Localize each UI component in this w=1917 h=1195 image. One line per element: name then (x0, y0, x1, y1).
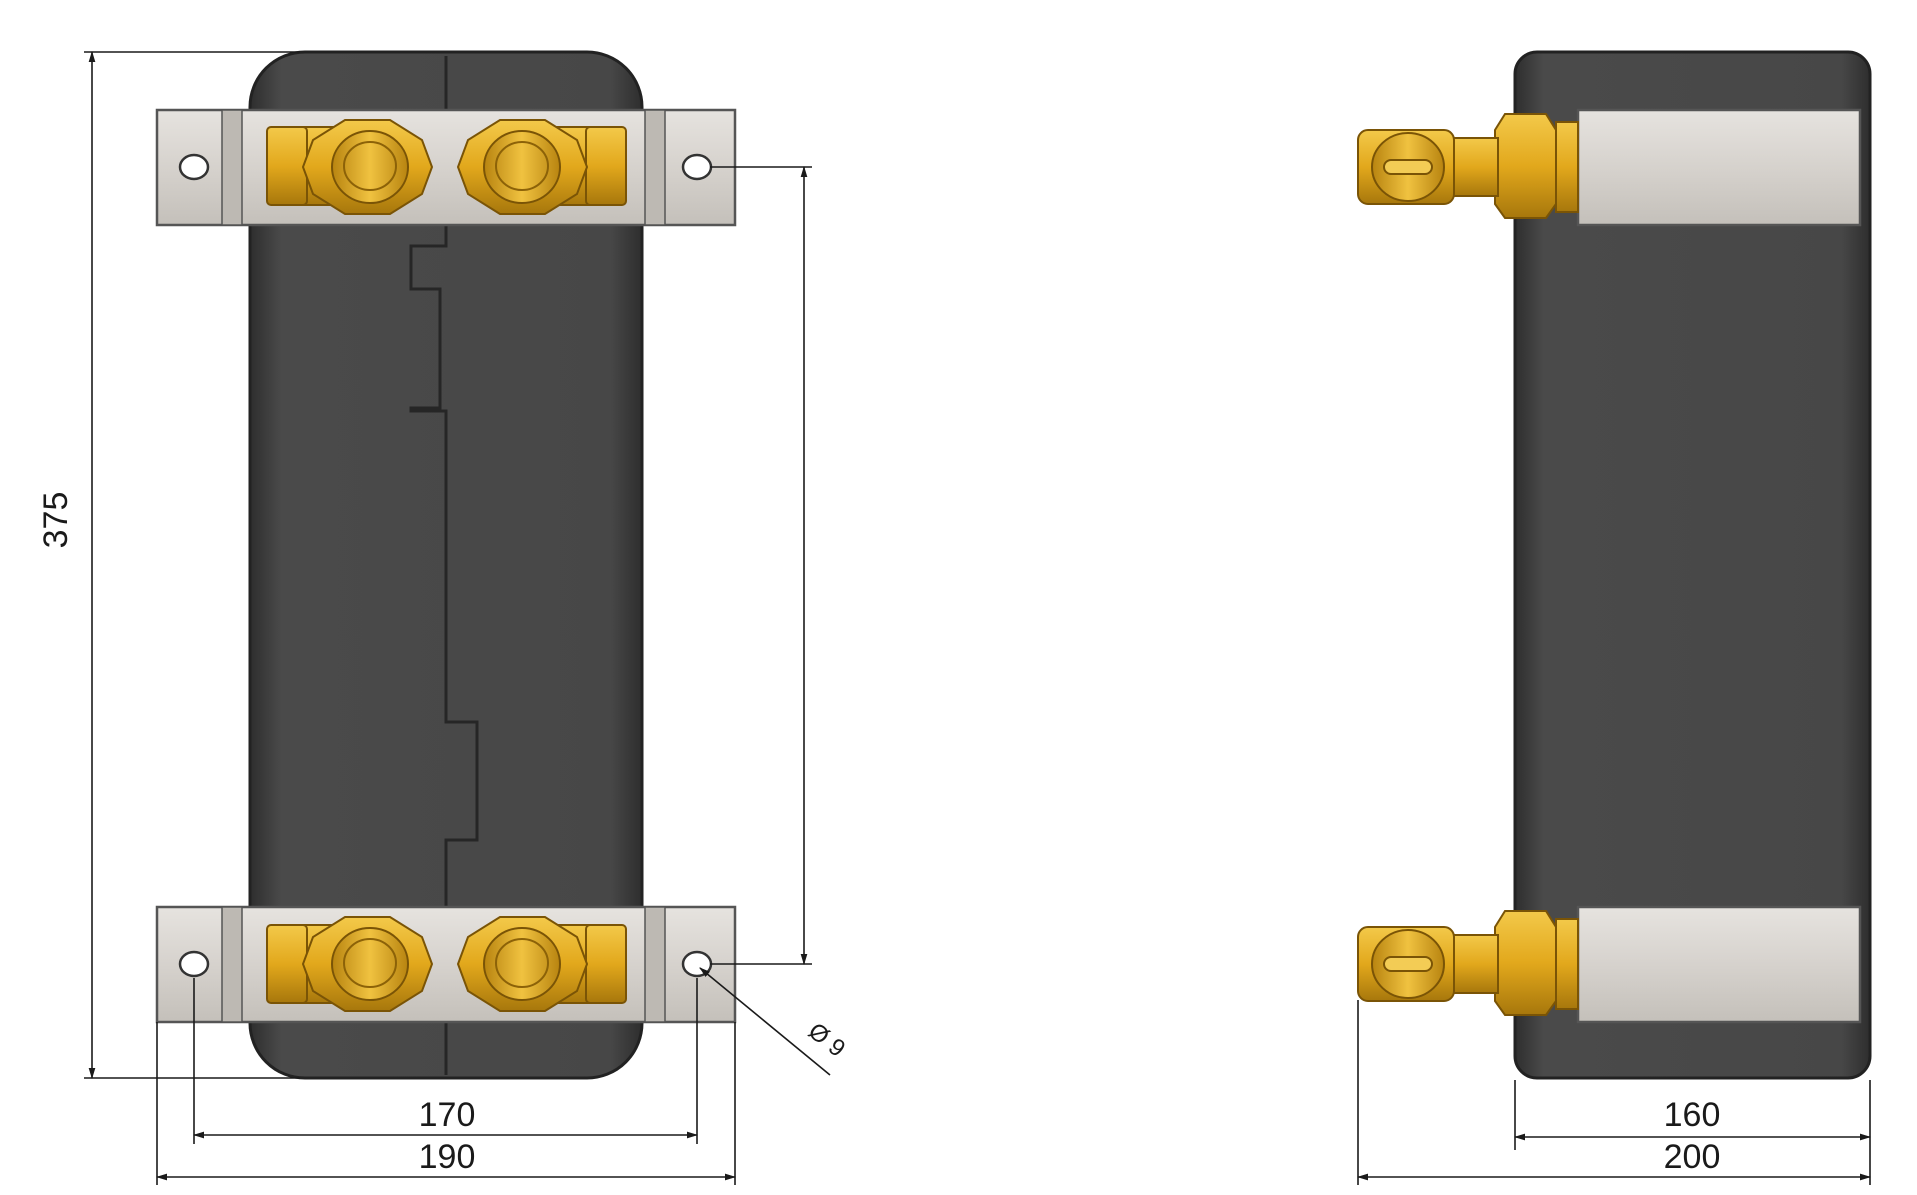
front-bottom-bracket (155, 905, 737, 1024)
dim-body-depth-label: 160 (1664, 1096, 1721, 1134)
side-bottom-valve (1357, 910, 1579, 1016)
dim-hole-spacing-label: 170 (419, 1096, 476, 1134)
mounting-hole (178, 950, 210, 978)
side-body (1513, 50, 1872, 1080)
mounting-hole (681, 950, 713, 978)
front-view: 375 170 190 Ø 9 (37, 50, 850, 1185)
front-bottom-valves (266, 916, 627, 1012)
side-view: 160 200 (1356, 50, 1872, 1185)
front-top-valves (266, 119, 627, 215)
front-top-bracket (155, 108, 737, 227)
front-seam-line (409, 56, 479, 1075)
side-top-bracket (1576, 108, 1862, 227)
side-bottom-bracket (1576, 905, 1862, 1024)
dim-hole-diameter-label: Ø 9 (803, 1018, 850, 1063)
side-dimensions (1356, 1000, 1872, 1185)
mounting-hole (681, 153, 713, 181)
dim-height-label: 375 (37, 492, 75, 549)
mounting-hole (178, 153, 210, 181)
dim-overall-depth-label: 200 (1664, 1138, 1721, 1176)
side-top-valve (1357, 113, 1579, 219)
front-dimensions (84, 50, 831, 1185)
dim-bracket-width-label: 190 (419, 1138, 476, 1176)
